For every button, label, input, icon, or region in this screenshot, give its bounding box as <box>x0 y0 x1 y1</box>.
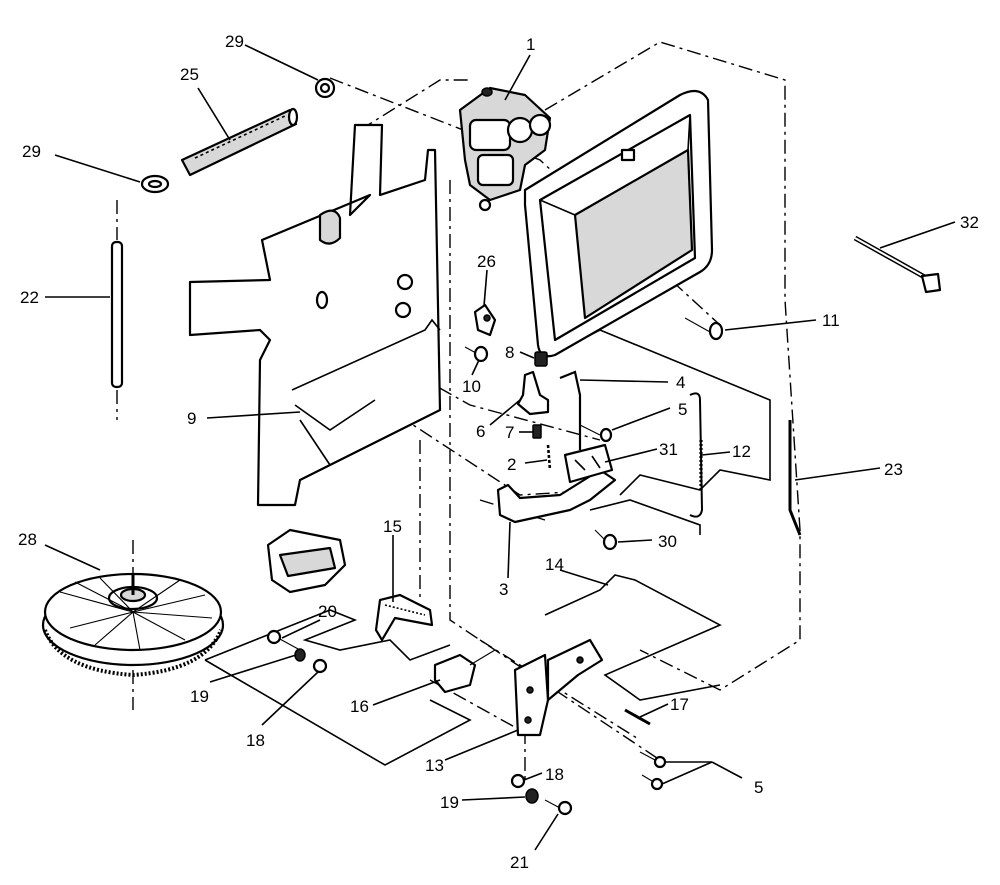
screw-5-upper <box>579 424 613 443</box>
air-cleaner-box <box>523 89 714 358</box>
callout-29-lower: 29 <box>22 142 41 161</box>
governor-bracket-3 <box>496 443 617 524</box>
callout-13: 13 <box>425 756 444 775</box>
callout-20: 20 <box>318 602 337 621</box>
callout-31: 31 <box>659 440 678 459</box>
callout-26: 26 <box>477 252 496 271</box>
rod-22 <box>110 240 124 389</box>
callout-3: 3 <box>499 580 508 599</box>
group-outlines <box>204 329 771 766</box>
callout-22: 22 <box>20 288 39 307</box>
bracket-15 <box>374 593 434 642</box>
callout-30: 30 <box>658 532 677 551</box>
screw-21 <box>544 799 573 816</box>
callout-5-upper: 5 <box>678 400 687 419</box>
leader-lines <box>44 44 956 851</box>
spring-2 <box>546 444 552 471</box>
callout-15: 15 <box>383 517 402 536</box>
callout-19-left: 19 <box>190 687 209 706</box>
spring-clip-4 <box>559 370 582 450</box>
callout-6: 6 <box>476 422 485 441</box>
callout-25: 25 <box>180 65 199 84</box>
washer-19-lower <box>525 788 539 804</box>
switch-block-16 <box>433 649 496 694</box>
screw-20 <box>266 629 301 651</box>
callout-23: 23 <box>884 460 903 479</box>
callout-8: 8 <box>505 343 514 362</box>
nut-8 <box>534 351 548 367</box>
clamp-29-lower <box>140 174 170 194</box>
nut-18-left <box>312 658 328 674</box>
callout-7: 7 <box>505 423 514 442</box>
screw-30 <box>594 529 618 551</box>
callout-17: 17 <box>670 695 689 714</box>
callout-18-lower: 18 <box>545 765 564 784</box>
clamp-29-upper <box>314 77 336 99</box>
callout-21: 21 <box>510 853 529 872</box>
callout-1: 1 <box>526 35 535 54</box>
screws-5-lower <box>639 751 667 791</box>
washer-19-left <box>294 648 306 662</box>
spring-12 <box>689 392 704 518</box>
screw-11 <box>684 317 724 341</box>
callout-28: 28 <box>18 530 37 549</box>
bracket-26 <box>473 303 497 337</box>
callout-19-lower: 19 <box>440 793 459 812</box>
callout-14: 14 <box>545 555 564 574</box>
rod-23 <box>788 420 802 536</box>
callout-12: 12 <box>732 442 751 461</box>
long-bolt-32 <box>853 235 942 294</box>
callout-32: 32 <box>960 213 979 232</box>
carburetor-1 <box>458 86 552 212</box>
nut-18-lower <box>510 773 526 789</box>
mounting-plate-13 <box>513 638 604 737</box>
callout-5-lower: 5 <box>754 778 763 797</box>
callout-29-upper: 29 <box>225 32 244 51</box>
flywheel-28 <box>41 572 225 678</box>
callout-4: 4 <box>676 373 685 392</box>
screw-7 <box>532 424 542 439</box>
callout-labels: 1 2 3 4 5 5 6 7 8 9 10 11 12 13 14 15 16… <box>18 32 979 872</box>
callout-18-left: 18 <box>246 731 265 750</box>
screw-17 <box>624 708 651 726</box>
backplate-shroud <box>188 123 442 507</box>
screw-10 <box>464 345 489 363</box>
callout-2: 2 <box>507 455 516 474</box>
shroud-piece <box>266 528 347 594</box>
callout-16: 16 <box>350 697 369 716</box>
callout-9: 9 <box>187 409 196 428</box>
callout-11: 11 <box>822 311 840 330</box>
callout-10: 10 <box>462 377 481 396</box>
lever-6 <box>516 370 550 416</box>
tube-25 <box>180 107 299 177</box>
